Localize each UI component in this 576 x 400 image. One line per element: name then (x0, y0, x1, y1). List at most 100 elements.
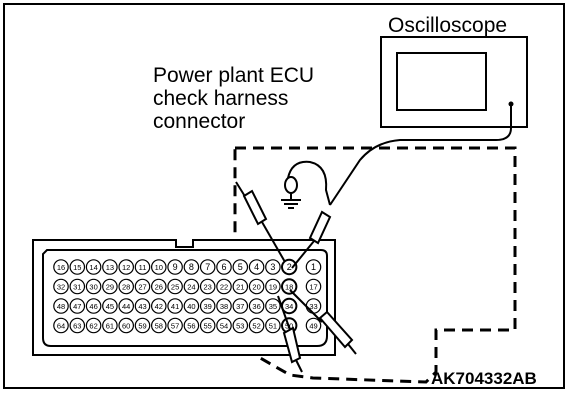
connector-pin-label: 24 (187, 283, 195, 292)
connector-pin-label: 13 (106, 263, 114, 272)
connector-pin-label: 19 (269, 283, 277, 292)
connector-pin-label: 11 (139, 263, 147, 272)
connector-pin-56: 56 (183, 317, 200, 334)
connector-pin-label: 48 (57, 302, 65, 311)
connector-pin-label: 56 (187, 322, 195, 331)
connector-pin-1: 1 (305, 259, 322, 275)
connector-pin-3: 3 (265, 259, 281, 275)
oscilloscope-label: Oscilloscope (388, 14, 508, 37)
connector-pin-label: 53 (236, 322, 244, 331)
ecu-label-line-1: Power plant ECU (153, 64, 315, 87)
connector-pin-label: 10 (155, 263, 163, 272)
connector-pin-38: 38 (216, 298, 232, 314)
connector-pin-label: 41 (171, 302, 179, 311)
connector-pin-49: 49 (305, 317, 322, 334)
connector-pin-label: 33 (309, 302, 317, 311)
connector-pin-5: 5 (232, 259, 249, 275)
connector-pin-label: 27 (138, 283, 146, 292)
connector-pin-58: 58 (151, 317, 167, 334)
connector-pin-label: 1 (311, 262, 316, 272)
connector-pin-28: 28 (118, 278, 134, 295)
connector-pin-label: 52 (252, 322, 260, 331)
connector-pin-label: 22 (220, 283, 228, 292)
connector-pin-label: 62 (89, 322, 97, 331)
connector-pin-20: 20 (248, 278, 265, 295)
connector-pin-label: 54 (220, 322, 228, 331)
ground-lead (287, 160, 331, 206)
connector-pin-15: 15 (69, 259, 86, 275)
connector-pin-2: 2 (281, 258, 298, 276)
connector-pin-label: 12 (122, 263, 130, 272)
connector-pin-label: 49 (309, 322, 317, 331)
connector-pin-26: 26 (151, 278, 167, 295)
connector-pin-53: 53 (232, 317, 249, 334)
diagram-frame (3, 3, 565, 389)
connector-pin-31: 31 (69, 278, 86, 295)
connector-pin-label: 4 (254, 262, 259, 272)
connector-pin-label: 3 (270, 262, 275, 272)
connector-pin-45: 45 (102, 298, 118, 314)
connector-pin-13: 13 (102, 259, 118, 275)
connector-pin-36: 36 (248, 298, 265, 314)
connector-pin-label: 6 (221, 262, 226, 272)
connector-pin-label: 9 (173, 262, 178, 272)
test-probe-icon (277, 295, 303, 373)
connector-pin-label: 44 (122, 302, 130, 311)
connector-pin-14: 14 (85, 259, 102, 275)
connector-pin-61: 61 (102, 317, 118, 334)
connector-pin-label: 14 (89, 263, 97, 272)
connector-pin-label: 37 (236, 302, 244, 311)
connector-pin-21: 21 (232, 278, 249, 295)
connector-pin-40: 40 (183, 298, 200, 314)
connector-pin-7: 7 (199, 259, 216, 275)
connector-pin-51: 51 (265, 317, 281, 334)
connector-pin-label: 35 (269, 302, 277, 311)
connector-pin-62: 62 (85, 317, 102, 334)
connector-pin-label: 51 (269, 322, 277, 331)
connector-pin-label: 61 (106, 322, 114, 331)
connector-pin-48: 48 (53, 298, 69, 314)
connector-pin-label: 8 (189, 262, 194, 272)
connector-pin-11: 11 (134, 259, 151, 275)
connector-pin-39: 39 (199, 298, 216, 314)
connector-pin-29: 29 (102, 278, 118, 295)
connector-pin-6: 6 (216, 259, 232, 275)
ground-symbol-icon (281, 176, 301, 209)
ecu-harness-label: Power plant ECU check harness connector (153, 64, 314, 133)
connector-pin-label: 31 (73, 283, 81, 292)
connector-pin-label: 30 (89, 283, 97, 292)
connector-pin-41: 41 (167, 298, 183, 314)
connector-pin-37: 37 (232, 298, 249, 314)
connector-pin-64: 64 (53, 317, 69, 334)
connector-pin-17: 17 (305, 278, 322, 295)
connector-pin-label: 29 (106, 283, 114, 292)
connector-pin-22: 22 (216, 278, 232, 295)
connector-pin-label: 5 (238, 262, 243, 272)
connector-pin-59: 59 (134, 317, 151, 334)
connector-pin-10: 10 (151, 259, 167, 275)
connector-pin-label: 28 (122, 283, 130, 292)
connector-pin-label: 16 (57, 263, 65, 272)
oscilloscope-lead (329, 104, 512, 206)
connector-pin-label: 46 (89, 302, 97, 311)
connector-pin-label: 45 (106, 302, 114, 311)
connector-pin-label: 43 (138, 302, 146, 311)
connector-pin-63: 63 (69, 317, 86, 334)
ecu-label-line-3: connector (153, 110, 246, 133)
connector-pin-label: 7 (205, 262, 210, 272)
connector-pin-4: 4 (248, 259, 265, 275)
connector-pin-52: 52 (248, 317, 265, 334)
connector-pin-label: 40 (187, 302, 195, 311)
connector-pin-label: 60 (122, 322, 130, 331)
connector-pin-55: 55 (199, 317, 216, 334)
connector-pin-label: 36 (252, 302, 260, 311)
test-probe-icon (289, 289, 357, 355)
connector-pin-16: 16 (53, 259, 69, 275)
connector-pin-label: 23 (204, 283, 212, 292)
connector-pin-label: 26 (155, 283, 163, 292)
connector-pin-label: 57 (171, 322, 179, 331)
connector-pin-33: 33 (305, 298, 322, 314)
test-probe-icon (291, 210, 332, 269)
connector-pin-43: 43 (134, 298, 151, 314)
